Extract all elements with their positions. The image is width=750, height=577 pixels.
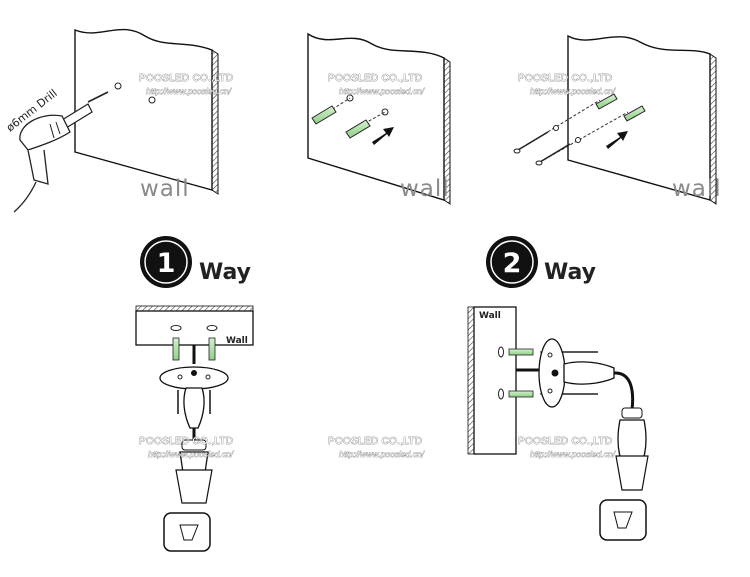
wall-anchor-icon xyxy=(508,390,534,398)
way-label: Way xyxy=(199,260,251,285)
watermark-company: POOSLED CO.,LTD xyxy=(328,73,422,84)
wall-label: wall xyxy=(672,176,722,202)
watermark-url: http://www.poosled.cn/ xyxy=(148,449,235,459)
push-arrow-icon xyxy=(606,131,628,149)
wall-anchor-icon xyxy=(623,105,646,122)
watermark-url: http://www.poosled.cn/ xyxy=(146,86,233,96)
way-label: Way xyxy=(544,260,596,285)
way-1-diagram: Wall POOSLED CO.,LTD http://www.poosled.… xyxy=(135,305,254,552)
wall-label: wall xyxy=(140,176,190,202)
watermark-company: POOSLED CO.,LTD xyxy=(518,73,612,84)
panel-drill: ø6mm Drill wall POOSLED CO.,LTD http://w… xyxy=(4,28,233,213)
watermark-url: http://www.poosled.cn/ xyxy=(530,449,617,459)
step-badge xyxy=(140,236,192,288)
washer xyxy=(553,125,559,131)
wall-anchor-icon xyxy=(508,348,534,356)
screw-icon xyxy=(535,143,571,166)
screw-icon xyxy=(513,131,549,154)
watermark-company: POOSLED CO.,LTD xyxy=(328,436,422,447)
drill-hole xyxy=(148,96,156,104)
step-badge xyxy=(486,236,538,288)
wall-label: wall xyxy=(400,176,450,202)
lamp-fixture xyxy=(563,361,615,385)
panel-anchor: wall POOSLED CO.,LTD http://www.poosled.… xyxy=(307,32,451,205)
drill-hole xyxy=(114,82,122,90)
watermark-company: POOSLED CO.,LTD xyxy=(139,436,233,447)
wall-slab xyxy=(74,28,213,191)
wall-anchor-icon xyxy=(311,105,337,125)
panel-screw: wall POOSLED CO.,LTD http://www.poosled.… xyxy=(513,34,722,205)
watermark-url: http://www.poosled.cn/ xyxy=(339,86,426,96)
watermark-company: POOSLED CO.,LTD xyxy=(518,436,612,447)
wall-slab xyxy=(307,32,445,201)
wall-label: Wall xyxy=(479,311,501,321)
wall-label: Wall xyxy=(226,336,248,346)
wall-hole xyxy=(381,108,389,116)
step-number: 2 xyxy=(503,248,522,279)
wall-anchor-icon xyxy=(172,337,180,361)
step-number: 1 xyxy=(157,248,176,279)
watermark-company: POOSLED CO.,LTD xyxy=(139,73,233,84)
wall-slab xyxy=(567,34,711,201)
wall-anchor-icon xyxy=(345,119,371,139)
wall-slab xyxy=(473,306,517,455)
wall-anchor-icon xyxy=(208,337,216,361)
push-arrow-icon xyxy=(372,127,394,145)
way-2-diagram: Wall POOSLED CO.,LTD http://www.poosled.… xyxy=(467,306,649,541)
way-1-heading: 1 Way xyxy=(140,236,251,288)
lamp-fixture xyxy=(183,387,205,429)
washer xyxy=(575,137,581,143)
watermark-url: http://www.poosled.cn/ xyxy=(339,449,426,459)
drill-icon xyxy=(13,91,109,213)
watermark-url: http://www.poosled.cn/ xyxy=(530,86,617,96)
way-2-heading: 2 Way xyxy=(486,236,596,288)
wall-anchor-icon xyxy=(595,93,618,110)
